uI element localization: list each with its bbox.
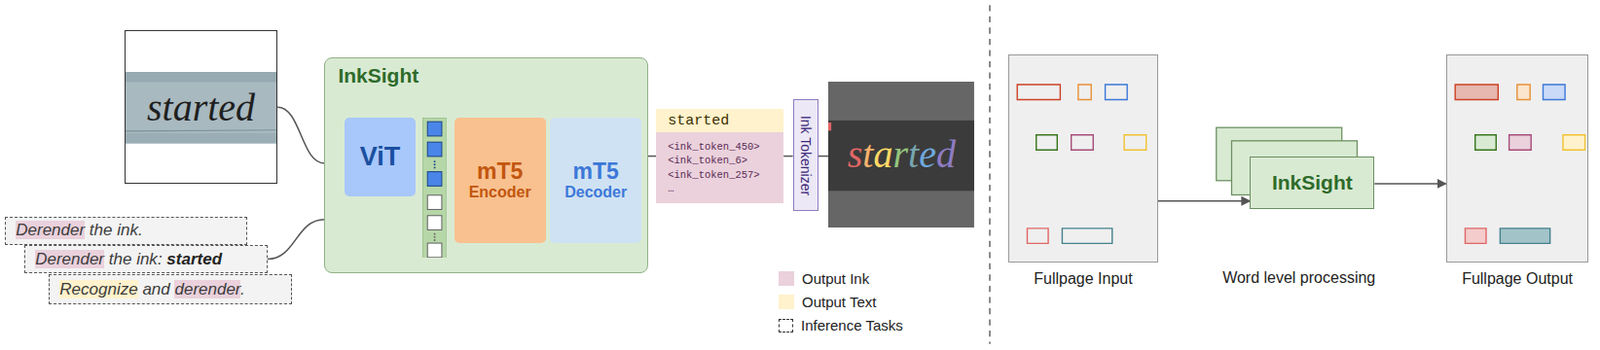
drawing-shape (427, 215, 442, 230)
drawing-shape (434, 160, 437, 163)
drawing-shape (1454, 84, 1498, 101)
output-ink-image: started (828, 81, 975, 228)
drawing-shape (1474, 134, 1496, 150)
drawing-shape (828, 81, 975, 228)
page-panel: Fullpage Input (1008, 54, 1159, 263)
drawing-shape (1499, 227, 1550, 244)
drawing-shape (434, 166, 437, 169)
rendered-word: started (847, 131, 956, 178)
legend-swatch (778, 271, 795, 287)
drawing-shape (427, 121, 442, 137)
token-column (422, 117, 447, 259)
drawing-shape (828, 120, 975, 191)
flow-arrow (1374, 182, 1446, 185)
decoder-box: mT5Decoder (549, 117, 642, 244)
drawing-shape (125, 130, 277, 132)
legend-text: Inference Tasks (800, 317, 904, 334)
drawing-shape (125, 72, 277, 144)
legend-row: Inference Tasks (778, 317, 904, 334)
module-name: Encoder (469, 183, 532, 202)
drawing-shape (434, 163, 437, 166)
prompt-box: Derender the ink. (4, 217, 247, 246)
drawing-shape (1026, 227, 1049, 244)
legend-swatch (778, 294, 795, 310)
drawing-shape (1454, 84, 1585, 244)
stage-caption: Word level processing (1222, 269, 1376, 288)
panel-caption: Fullpage Input (1033, 270, 1132, 289)
prompt-text: Derender the ink. (15, 220, 143, 241)
drawing-shape (434, 235, 437, 238)
drawing-shape (1563, 134, 1586, 150)
legend-text: Output Text (801, 293, 876, 311)
drawing-shape (1542, 84, 1565, 101)
prompt-text: Derender the ink: started (35, 250, 222, 270)
module-name: mT5 (573, 158, 619, 184)
ink-token: … (667, 181, 772, 196)
legend-row: Output Text (778, 293, 876, 311)
drawing-shape (1061, 227, 1112, 244)
module-name: ViT (360, 142, 401, 173)
output-text: started (667, 112, 729, 130)
tokenizer-box: Ink Tokenizer (793, 99, 819, 212)
ink-token: <ink_token_6> (667, 153, 772, 168)
handwritten-word: started (146, 84, 255, 131)
ink-token: <ink_token_257> (667, 168, 772, 182)
drawing-shape (427, 243, 442, 258)
drawing-shape (1017, 84, 1060, 101)
drawing-shape (1124, 134, 1147, 150)
ink-token: <ink_token_450> (667, 140, 772, 154)
drawing-shape (125, 72, 277, 82)
connector-line (818, 155, 829, 158)
prompt-box: Derender the ink: started (24, 245, 268, 274)
legend-text: Output Ink (801, 270, 870, 288)
drawing-shape (427, 194, 442, 210)
drawing-shape (1036, 134, 1058, 150)
model-card: InkSight (1249, 156, 1375, 211)
drawing-shape (427, 171, 442, 186)
drawing-shape (828, 122, 832, 131)
module-name: mT5 (476, 158, 523, 184)
encoder-box: mT5Encoder (454, 117, 546, 244)
model-container: InkSightViTmT5EncodermT5Decoder (324, 57, 648, 275)
dashed-swatch (778, 319, 794, 333)
tokenizer-name: Ink Tokenizer (798, 114, 814, 195)
page-ink-boxes (1447, 55, 1588, 261)
drawing-shape (434, 232, 437, 235)
legend-row: Output Ink (778, 270, 870, 288)
input-image: started (124, 30, 278, 183)
panel-caption: Fullpage Output (1461, 270, 1573, 289)
drawing-shape (1508, 134, 1531, 150)
vit-box: ViT (344, 117, 415, 198)
drawing-shape (1071, 134, 1094, 150)
connector-line (267, 219, 326, 260)
divider-line (988, 4, 990, 344)
drawing-shape (422, 117, 447, 259)
drawing-shape (434, 239, 437, 242)
output-text-box: started (655, 109, 784, 133)
page-panel: Fullpage Output (1446, 54, 1590, 263)
connector-line (277, 107, 325, 164)
drawing-shape (427, 142, 442, 157)
model-title: InkSight (337, 64, 419, 88)
drawing-shape (1516, 84, 1529, 101)
page-word-boxes (1009, 55, 1157, 261)
module-name: Decoder (564, 183, 627, 202)
drawing-shape (125, 133, 277, 144)
flow-arrow (1158, 200, 1250, 203)
prompt-text: Recognize and derender. (59, 280, 245, 300)
drawing-shape (1104, 84, 1128, 101)
drawing-shape (1017, 84, 1146, 244)
drawing-shape (1464, 227, 1487, 244)
connector-line (648, 155, 656, 158)
drawing-shape (1078, 84, 1091, 101)
prompt-box: Recognize and derender. (48, 274, 292, 304)
model-name: InkSight (1272, 171, 1353, 195)
output-ink-box: <ink_token_450><ink_token_6><ink_token_2… (655, 132, 784, 203)
connector-line (783, 155, 793, 158)
